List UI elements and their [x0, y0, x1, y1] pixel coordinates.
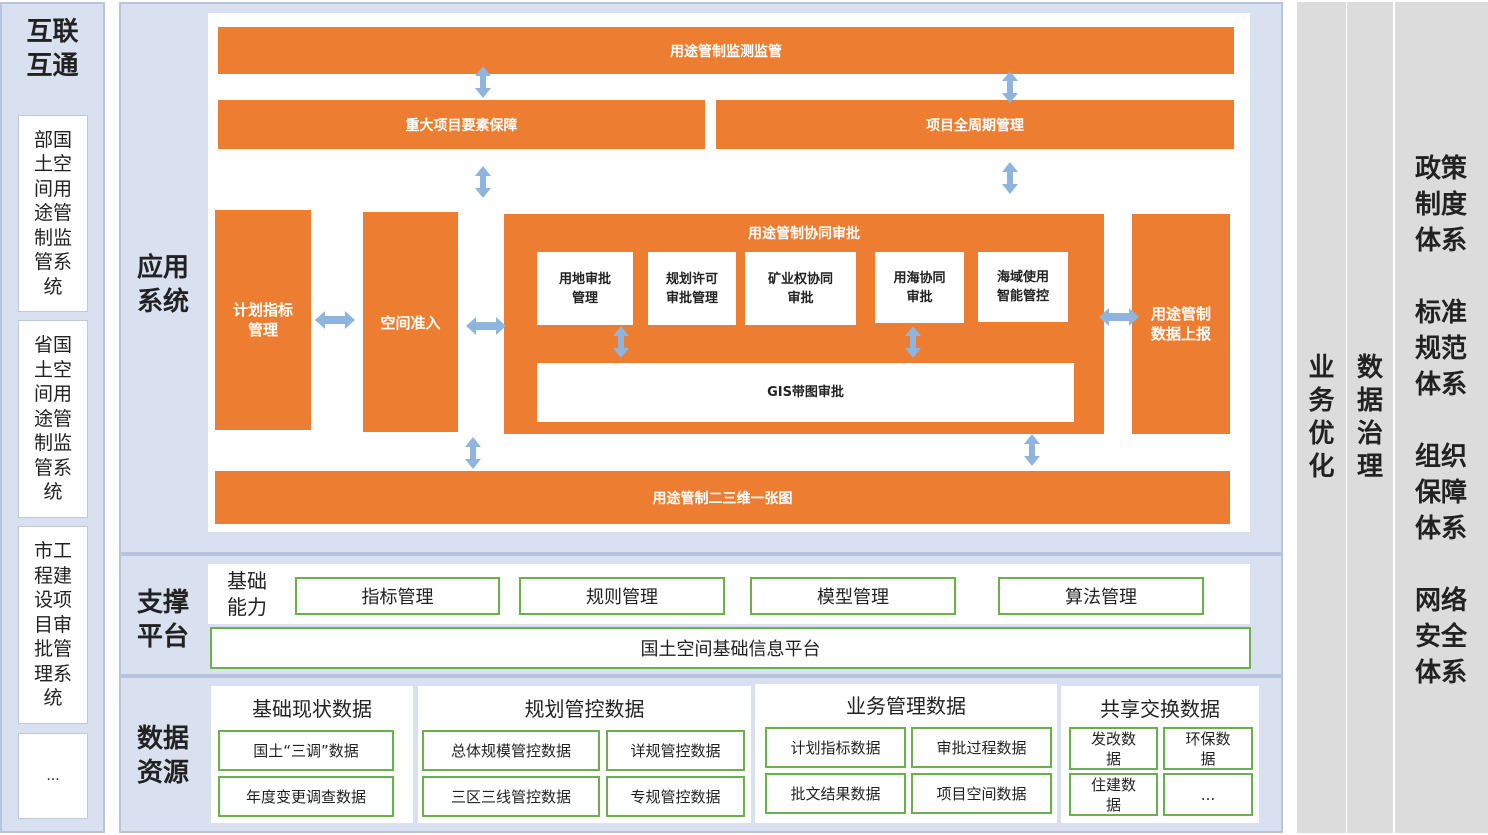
space-access-box: 空间准入: [363, 212, 458, 432]
policy-system: 政策 制度 体系: [1414, 154, 1467, 256]
systems-column: [1394, 2, 1488, 833]
basic-info-platform: 国土空间基础信息平台: [210, 627, 1251, 669]
ability-indicator-mgmt: 指标管理: [295, 577, 500, 615]
data-resource-label: 数据 资源: [136, 724, 189, 788]
network-security-system: 网络 安全 体系: [1414, 586, 1467, 688]
app-system-label: 应用 系统: [136, 253, 189, 317]
support-platform-label: 支撑 平台: [136, 588, 189, 652]
data-item: 发改数 据: [1069, 727, 1158, 770]
data-item: 环保数 据: [1163, 727, 1253, 770]
plan-indicator-box: 计划指标 管理: [215, 210, 311, 430]
data-item: 三区三线管控数据: [422, 776, 600, 817]
coop-item-land: 用地审批 管理: [537, 252, 633, 325]
data-item: 年度变更调查数据: [218, 776, 394, 817]
interconnect-title: 互联 互通: [26, 17, 79, 81]
coop-item-planning: 规划许可 审批管理: [648, 252, 736, 325]
data-item: 住建数 据: [1069, 773, 1158, 816]
ability-model-mgmt: 模型管理: [750, 577, 956, 615]
data-group-business-title: 业务管理数据: [846, 693, 966, 718]
basic-ability-label: 基础 能力: [227, 569, 267, 619]
data-item: ...: [1163, 773, 1253, 816]
coop-item-sea-use: 用海协同 审批: [875, 252, 964, 323]
monitor-supervision-bar: 用途管制监测监管: [218, 27, 1234, 74]
data-item: 国土“三调”数据: [218, 730, 394, 771]
data-item: 批文结果数据: [765, 773, 906, 814]
lifecycle-box: 项目全周期管理: [716, 100, 1234, 149]
one-map-bar: 用途管制二三维一张图: [215, 471, 1230, 524]
coop-item-sea-area: 海域使用 智能管控: [978, 252, 1068, 322]
system-box-more: ...: [18, 733, 88, 819]
data-item: 项目空间数据: [911, 773, 1052, 814]
data-governance-column: 数 据 治 理: [1346, 2, 1393, 833]
standard-system: 标准 规范 体系: [1414, 298, 1467, 400]
ability-algorithm-mgmt: 算法管理: [998, 577, 1204, 615]
system-box-province: 省国 土空 间用 途管 制监 管系 统: [18, 320, 88, 518]
business-optimization-column: 业 务 优 化: [1297, 2, 1346, 833]
data-group-shared-title: 共享交换数据: [1100, 696, 1220, 721]
data-group-planning-title: 规划管控数据: [524, 696, 645, 721]
ability-rule-mgmt: 规则管理: [519, 577, 725, 615]
data-item: 计划指标数据: [765, 727, 906, 768]
system-box-ministry: 部国 土空 间用 途管 制监 管系 统: [18, 115, 88, 312]
data-item: 详规管控数据: [606, 730, 745, 771]
data-item: 专规管控数据: [606, 776, 745, 817]
data-report-box: 用途管制 数据上报: [1132, 214, 1230, 434]
data-item: 总体规模管控数据: [422, 730, 600, 771]
gis-approval-box: GIS带图审批: [537, 363, 1074, 422]
coop-approval-title: 用途管制协同审批: [748, 226, 860, 242]
system-box-city: 市工 程建 设项 目审 批管 理系 统: [18, 526, 88, 724]
major-project-box: 重大项目要素保障: [218, 100, 705, 149]
coop-item-mining: 矿业权协同 审批: [745, 252, 856, 325]
data-group-basic-title: 基础现状数据: [252, 696, 372, 721]
data-item: 审批过程数据: [911, 727, 1052, 768]
organization-system: 组织 保障 体系: [1414, 442, 1467, 544]
